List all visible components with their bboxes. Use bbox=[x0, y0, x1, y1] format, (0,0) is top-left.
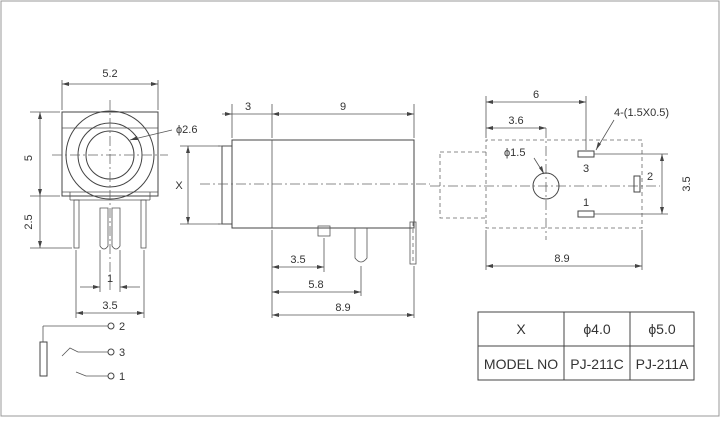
front-pin-left bbox=[73, 199, 80, 249]
pin-label-2: 2 bbox=[647, 171, 653, 183]
side-view: 3 9 X 3.5 5.8 8.9 bbox=[175, 101, 430, 318]
bottom-hole bbox=[532, 172, 560, 200]
table-cell-pj-211c: PJ-211C bbox=[570, 356, 623, 372]
front-pin-middle-b bbox=[111, 207, 121, 250]
dim-hole-dia-1-5: ϕ1.5 bbox=[504, 147, 525, 159]
pad-2 bbox=[633, 175, 641, 193]
front-pin-middle-a bbox=[99, 207, 109, 250]
pad-size-note: 4-(1.5X0.5) bbox=[614, 107, 669, 119]
dim-total-6: 6 bbox=[533, 89, 539, 101]
bottom-view: 3 2 1 6 3.6 4-(1.5X0.5) ϕ1.5 3.5 bbox=[430, 89, 693, 270]
bottom-outline bbox=[439, 139, 643, 229]
model-table: X ϕ4.0 ϕ5.0 MODEL NO PJ-211C PJ-211A bbox=[477, 311, 695, 381]
dim-pin3-8-9: 8.9 bbox=[335, 302, 350, 314]
dim-pin2-5-8: 5.8 bbox=[308, 279, 323, 291]
table-header-4-0: ϕ4.0 bbox=[583, 321, 611, 337]
pad-3 bbox=[577, 150, 595, 158]
schematic-sleeve bbox=[39, 341, 48, 377]
dim-pin-pitch-1: 1 bbox=[107, 273, 113, 285]
table-cell-pj-211a: PJ-211A bbox=[636, 356, 689, 372]
pin-label-3: 3 bbox=[583, 163, 589, 175]
schematic-label-3: 3 bbox=[119, 347, 125, 359]
schematic-label-1: 1 bbox=[119, 371, 125, 383]
dim-body-len-9: 9 bbox=[340, 101, 346, 113]
schematic-label-2: 2 bbox=[119, 321, 125, 333]
table-cell-model-no: MODEL NO bbox=[484, 356, 558, 372]
dim-pin1-3-5: 3.5 bbox=[290, 254, 305, 266]
dim-hole-pos-3-6: 3.6 bbox=[508, 115, 523, 127]
dim-pin-height-2-5: 2.5 bbox=[23, 214, 35, 229]
dim-x-label: X bbox=[175, 180, 183, 192]
dim-height-3-5: 3.5 bbox=[681, 176, 693, 191]
front-pin-right bbox=[140, 199, 147, 249]
dim-pin-span-3-5: 3.5 bbox=[102, 300, 117, 312]
pad-1 bbox=[577, 210, 595, 218]
front-view: 5.2 5 2.5 ϕ2.6 1 3.5 bbox=[23, 68, 197, 318]
side-collar bbox=[221, 145, 233, 225]
side-pin-2 bbox=[354, 228, 368, 263]
dim-length-8-9: 8.9 bbox=[554, 253, 569, 265]
table-header-5-0: ϕ5.0 bbox=[648, 321, 676, 337]
dim-hole-dia-2-6: ϕ2.6 bbox=[176, 124, 197, 136]
dim-height-5: 5 bbox=[23, 155, 35, 161]
dim-front-len-3: 3 bbox=[245, 101, 251, 113]
table-header-x: X bbox=[516, 321, 526, 337]
pin-label-1: 1 bbox=[583, 197, 589, 209]
dim-width-5-2: 5.2 bbox=[102, 68, 117, 80]
schematic-symbol: 2 3 1 bbox=[39, 321, 125, 383]
side-pin-1 bbox=[317, 225, 331, 237]
